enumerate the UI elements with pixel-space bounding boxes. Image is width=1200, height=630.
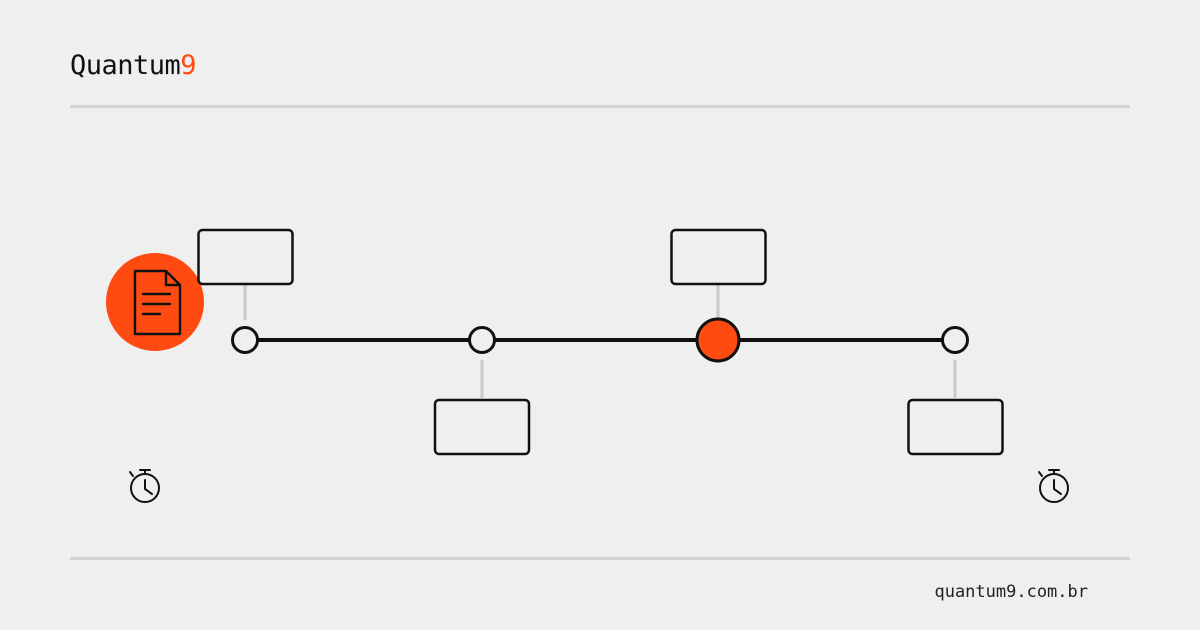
label-box-1 [197,228,294,286]
timeline-node-2 [468,326,496,354]
timeline-node-3-active [695,317,741,363]
document-icon [106,253,204,351]
brand-name: Quantum [70,50,181,81]
label-box-4 [907,398,1004,456]
label-box-3 [670,228,767,286]
brand-accent: 9 [180,50,197,81]
timeline-node-4 [941,326,969,354]
brand-logo: Quantum9 [70,48,197,84]
stopwatch-icon [1038,469,1069,503]
stopwatch-icon [129,469,160,503]
timeline-node-1 [231,326,259,354]
label-box-2 [433,398,531,456]
footer-divider [70,557,1130,560]
footer-url[interactable]: quantum9.com.br [934,582,1088,602]
header-divider [70,105,1130,108]
